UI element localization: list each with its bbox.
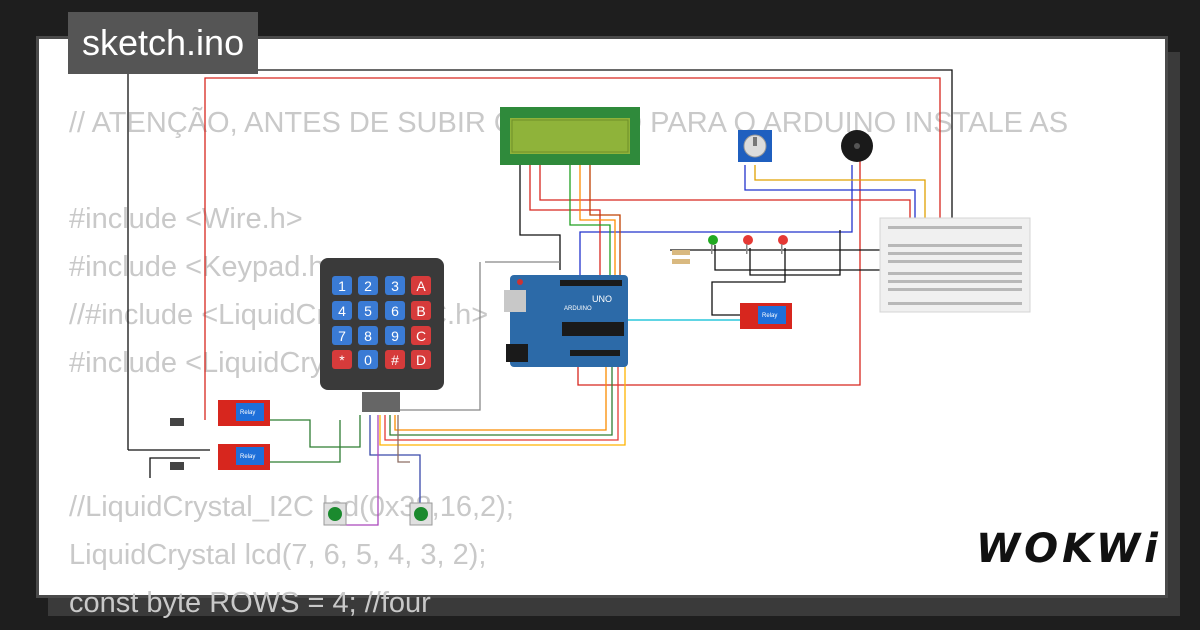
arduino-board: UNO ARDUINO xyxy=(504,275,628,367)
keypad-keys xyxy=(332,276,431,369)
arduino-brand: ARDUINO xyxy=(564,306,592,312)
led-red-2 xyxy=(778,235,788,254)
key-label: 5 xyxy=(364,303,372,319)
key[interactable] xyxy=(385,301,405,320)
relay-label: Relay xyxy=(762,313,777,319)
key-label: 4 xyxy=(338,303,346,319)
relay-label: Relay xyxy=(240,410,255,416)
led-green xyxy=(708,235,718,254)
key-label: 0 xyxy=(364,352,372,368)
key[interactable] xyxy=(358,350,378,369)
pushbutton-2 xyxy=(409,502,433,526)
key-label: 8 xyxy=(364,328,372,344)
code-line: const byte ROWS = 4; //four xyxy=(69,587,431,619)
relay-label: Relay xyxy=(240,454,255,460)
key[interactable] xyxy=(332,301,352,320)
resistors xyxy=(672,250,690,264)
key[interactable] xyxy=(332,350,352,369)
relay-module-3: Relay xyxy=(740,303,792,329)
relay-module-2: Relay xyxy=(218,444,270,470)
key[interactable] xyxy=(385,276,405,295)
key[interactable] xyxy=(332,276,352,295)
key-label: D xyxy=(416,352,426,368)
led-red-1 xyxy=(743,235,753,254)
pushbutton-1 xyxy=(323,502,347,526)
breadboard xyxy=(879,217,1031,313)
slide-switches xyxy=(170,418,184,470)
key[interactable] xyxy=(358,276,378,295)
keypad-labels: 1 2 3 A 4 5 6 B 7 8 9 C * 0 # D xyxy=(338,278,426,368)
key[interactable] xyxy=(385,350,405,369)
key-label: 3 xyxy=(391,278,399,294)
key-label: 1 xyxy=(338,278,346,294)
wokwi-logo: WOKWi xyxy=(976,526,1162,572)
buzzer xyxy=(841,130,873,162)
keypad: 1 2 3 A 4 5 6 B 7 8 9 C * 0 # D xyxy=(320,258,444,412)
key[interactable] xyxy=(411,326,431,345)
file-tab[interactable]: sketch.ino xyxy=(68,12,259,74)
arduino-model: UNO xyxy=(592,294,612,304)
relay-module-1: Relay xyxy=(218,400,270,426)
key-label: A xyxy=(416,278,426,294)
wires xyxy=(127,69,953,526)
key-label: 6 xyxy=(391,303,399,319)
key-label: * xyxy=(339,352,345,368)
key[interactable] xyxy=(411,301,431,320)
key-label: B xyxy=(416,303,425,319)
key-label: 2 xyxy=(364,278,372,294)
key-label: C xyxy=(416,328,426,344)
key[interactable] xyxy=(358,326,378,345)
key[interactable] xyxy=(332,326,352,345)
key[interactable] xyxy=(358,301,378,320)
key[interactable] xyxy=(411,276,431,295)
code-line: LiquidCrystal lcd(7, 6, 5, 4, 3, 2); xyxy=(69,539,487,571)
potentiometer xyxy=(738,130,772,162)
key[interactable] xyxy=(385,326,405,345)
key-label: 9 xyxy=(391,328,399,344)
key[interactable] xyxy=(411,350,431,369)
lcd-display xyxy=(500,107,640,165)
key-label: # xyxy=(391,352,399,368)
key-label: 7 xyxy=(338,328,346,344)
code-line: #include <Keypad.h> xyxy=(69,251,342,283)
